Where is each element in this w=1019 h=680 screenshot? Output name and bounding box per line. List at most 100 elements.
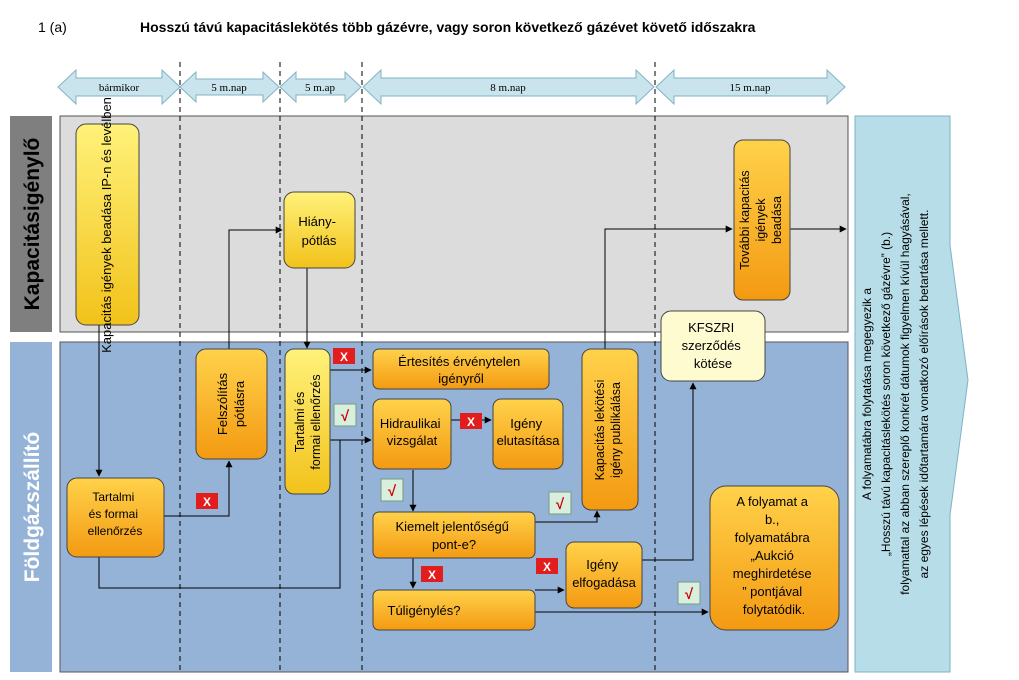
box-publish-line-1: Kapacitás lekötési [593, 380, 607, 481]
timeline-label-3: 5 m.ap [305, 82, 335, 94]
box-publish-line-2: igény publikálása [609, 382, 623, 478]
timeline: bármikor 5 m.nap 5 m.ap 8 m.nap 15 m.nap [57, 68, 846, 106]
box-key: Kiemelt jelentőségű pont-e? [372, 511, 536, 559]
svg-text:√: √ [556, 496, 565, 513]
box-over: Túligénylés? [372, 589, 536, 631]
svg-text:Tartalmi és formai: Tartalmi és formai ellenőrzés [88, 490, 143, 538]
box-reject-line-1: Igény [510, 416, 542, 431]
box-accept: Igény elfogadása [565, 541, 643, 609]
sidebar-arrow: A folyamatábra folytatása megegyezik a „… [854, 115, 969, 673]
sidebar-line-2: „Hosszú távú kapacitáslekötés soron köve… [879, 232, 893, 556]
svg-text:Kiemelt jelentőségű pont: Kiemelt jelentőségű pont-e? [395, 519, 512, 552]
box-further-line-1: További kapacitás [738, 170, 752, 269]
phase-dividers [179, 62, 656, 672]
svg-text:Hiány- pótlás: Hiány- pótlás [298, 214, 339, 248]
box-check1-line-2: és formai [89, 507, 138, 521]
svg-text:X: X [543, 560, 551, 574]
check-mark-1: √ [333, 403, 357, 427]
box-continue-line-3: folyamatábra [735, 530, 811, 545]
box-contract: KFSZRI szerződés kötése [660, 310, 766, 382]
svg-text:√: √ [341, 408, 350, 425]
svg-text:Igény elfogadása: Igény elfogadása [572, 557, 636, 590]
box-continue-line-6: ” pontjával [742, 584, 802, 599]
box-contract-line-3: kötése [694, 356, 732, 371]
lane-top [59, 115, 849, 333]
box-notice: Felszólítás pótlásra [195, 348, 268, 460]
timeline-label-4: 8 m.nap [490, 82, 526, 94]
sidebar-line-4: az egyes lépések időtartamára vonatkozó … [917, 210, 931, 579]
box-hydraulic-line-2: vizsgálat [387, 433, 438, 448]
sidebar-line-1: A folyamatábra folytatása megegyezik a [860, 288, 874, 500]
box-fill: Hiány- pótlás [283, 191, 356, 269]
connectors [95, 225, 847, 616]
box-fill-line-1: Hiány- [298, 214, 336, 229]
box-check1-line-3: ellenőrzés [88, 524, 143, 538]
box-further-line-2: igények [754, 198, 768, 242]
x-mark-2: X [333, 348, 355, 364]
box-accept-line-1: Igény [586, 557, 618, 572]
box-notice-line-2: pótlásra [232, 380, 247, 427]
box-check2-line-1: Tartalmi és [293, 392, 307, 452]
box-contract-line-2: szerződés [682, 338, 742, 353]
lane-label-top: Kapacitásigénylő [21, 138, 44, 311]
box-submit: Kapacitás igények beadása IP-n és levélb… [75, 97, 140, 353]
box-accept-line-2: elfogadása [572, 575, 636, 590]
box-invalid: Értesítés érvénytelen igényről [372, 348, 550, 390]
box-key-line-2: pont-e? [432, 537, 476, 552]
box-check2-line-2: formai ellenőrzés [309, 374, 323, 469]
box-reject-line-2: elutasítása [497, 433, 561, 448]
box-reject: Igény elutasítása [492, 398, 564, 470]
timeline-arrow-1: bármikor [57, 68, 181, 106]
check-mark-2: √ [380, 478, 404, 502]
svg-text:X: X [203, 495, 211, 509]
timeline-label-1: bármikor [99, 82, 140, 94]
box-hydraulic-line-1: Hidraulikai [380, 416, 441, 431]
timeline-arrow-2: 5 m.nap [179, 70, 280, 104]
box-fill-line-2: pótlás [302, 233, 337, 248]
page-title: Hosszú távú kapacitáslekötés több gázévr… [140, 19, 756, 35]
box-publish: Kapacitás lekötési igény publikálása [581, 348, 639, 511]
box-continue-line-1: A folyamat a [736, 494, 808, 509]
svg-text:A folyamat a b., f: A folyamat a b., folyamatábra „Aukció me… [733, 494, 815, 617]
svg-text:Hidraulikai vizsgálat: Hidraulikai vizsgálat [380, 416, 444, 448]
box-over-label: Túligénylés? [388, 603, 461, 618]
svg-text:X: X [340, 350, 348, 364]
box-key-line-1: Kiemelt jelentőségű [395, 519, 508, 534]
timeline-arrow-5: 15 m.nap [655, 68, 846, 106]
box-continue-line-2: b., [765, 512, 779, 527]
x-mark-3: X [460, 413, 482, 429]
box-continue-line-4: „Aukció [751, 548, 794, 563]
check-mark-3: √ [548, 491, 572, 515]
svg-text:√: √ [685, 586, 694, 603]
box-continue: A folyamat a b., folyamatábra „Aukció me… [709, 485, 840, 631]
box-notice-line-1b: Felszólítás [215, 372, 230, 435]
lane-label-bottom: Földgázszállító [21, 432, 44, 583]
timeline-arrow-4: 8 m.nap [362, 68, 655, 106]
box-check1: Tartalmi és formai ellenőrzés [66, 477, 165, 558]
timeline-label-2: 5 m.nap [211, 82, 247, 94]
svg-text:X: X [428, 568, 436, 582]
box-invalid-line-1: Értesítés érvénytelen [398, 354, 520, 369]
box-invalid-line-2: igényről [438, 371, 484, 386]
box-further-line-3: beadása [770, 196, 784, 244]
x-mark-4: X [421, 566, 443, 582]
box-continue-line-5: meghirdetése [733, 566, 812, 581]
lane-label-top-bg [10, 116, 52, 332]
box-continue-line-7: folytatódik. [743, 602, 805, 617]
reject-marks: X X X X X [196, 348, 558, 582]
accept-marks: √ √ √ √ [333, 403, 701, 605]
lane-label-bottom-bg [10, 342, 52, 672]
svg-text:KFSZRI szerződés k: KFSZRI szerződés kötése [682, 320, 745, 371]
sidebar-line-3: folyamattal az abban szereplő konkrét dá… [898, 193, 912, 595]
box-hydraulic: Hidraulikai vizsgálat [372, 398, 452, 470]
svg-text:√: √ [388, 483, 397, 500]
x-mark-1: X [196, 493, 218, 509]
check-mark-4: √ [677, 581, 701, 605]
box-check2: Tartalmi és formai ellenőrzés [284, 348, 331, 495]
svg-text:Értesítés érvénytelen ig: Értesítés érvénytelen igényről [398, 354, 524, 386]
timeline-label-5: 15 m.nap [730, 82, 771, 94]
box-submit-label: Kapacitás igények beadása IP-n és levélb… [99, 97, 114, 353]
svg-text:Igény elutasítása: Igény elutasítása [497, 416, 561, 448]
x-mark-5: X [536, 558, 558, 574]
box-check1-line-1: Tartalmi [92, 490, 134, 504]
